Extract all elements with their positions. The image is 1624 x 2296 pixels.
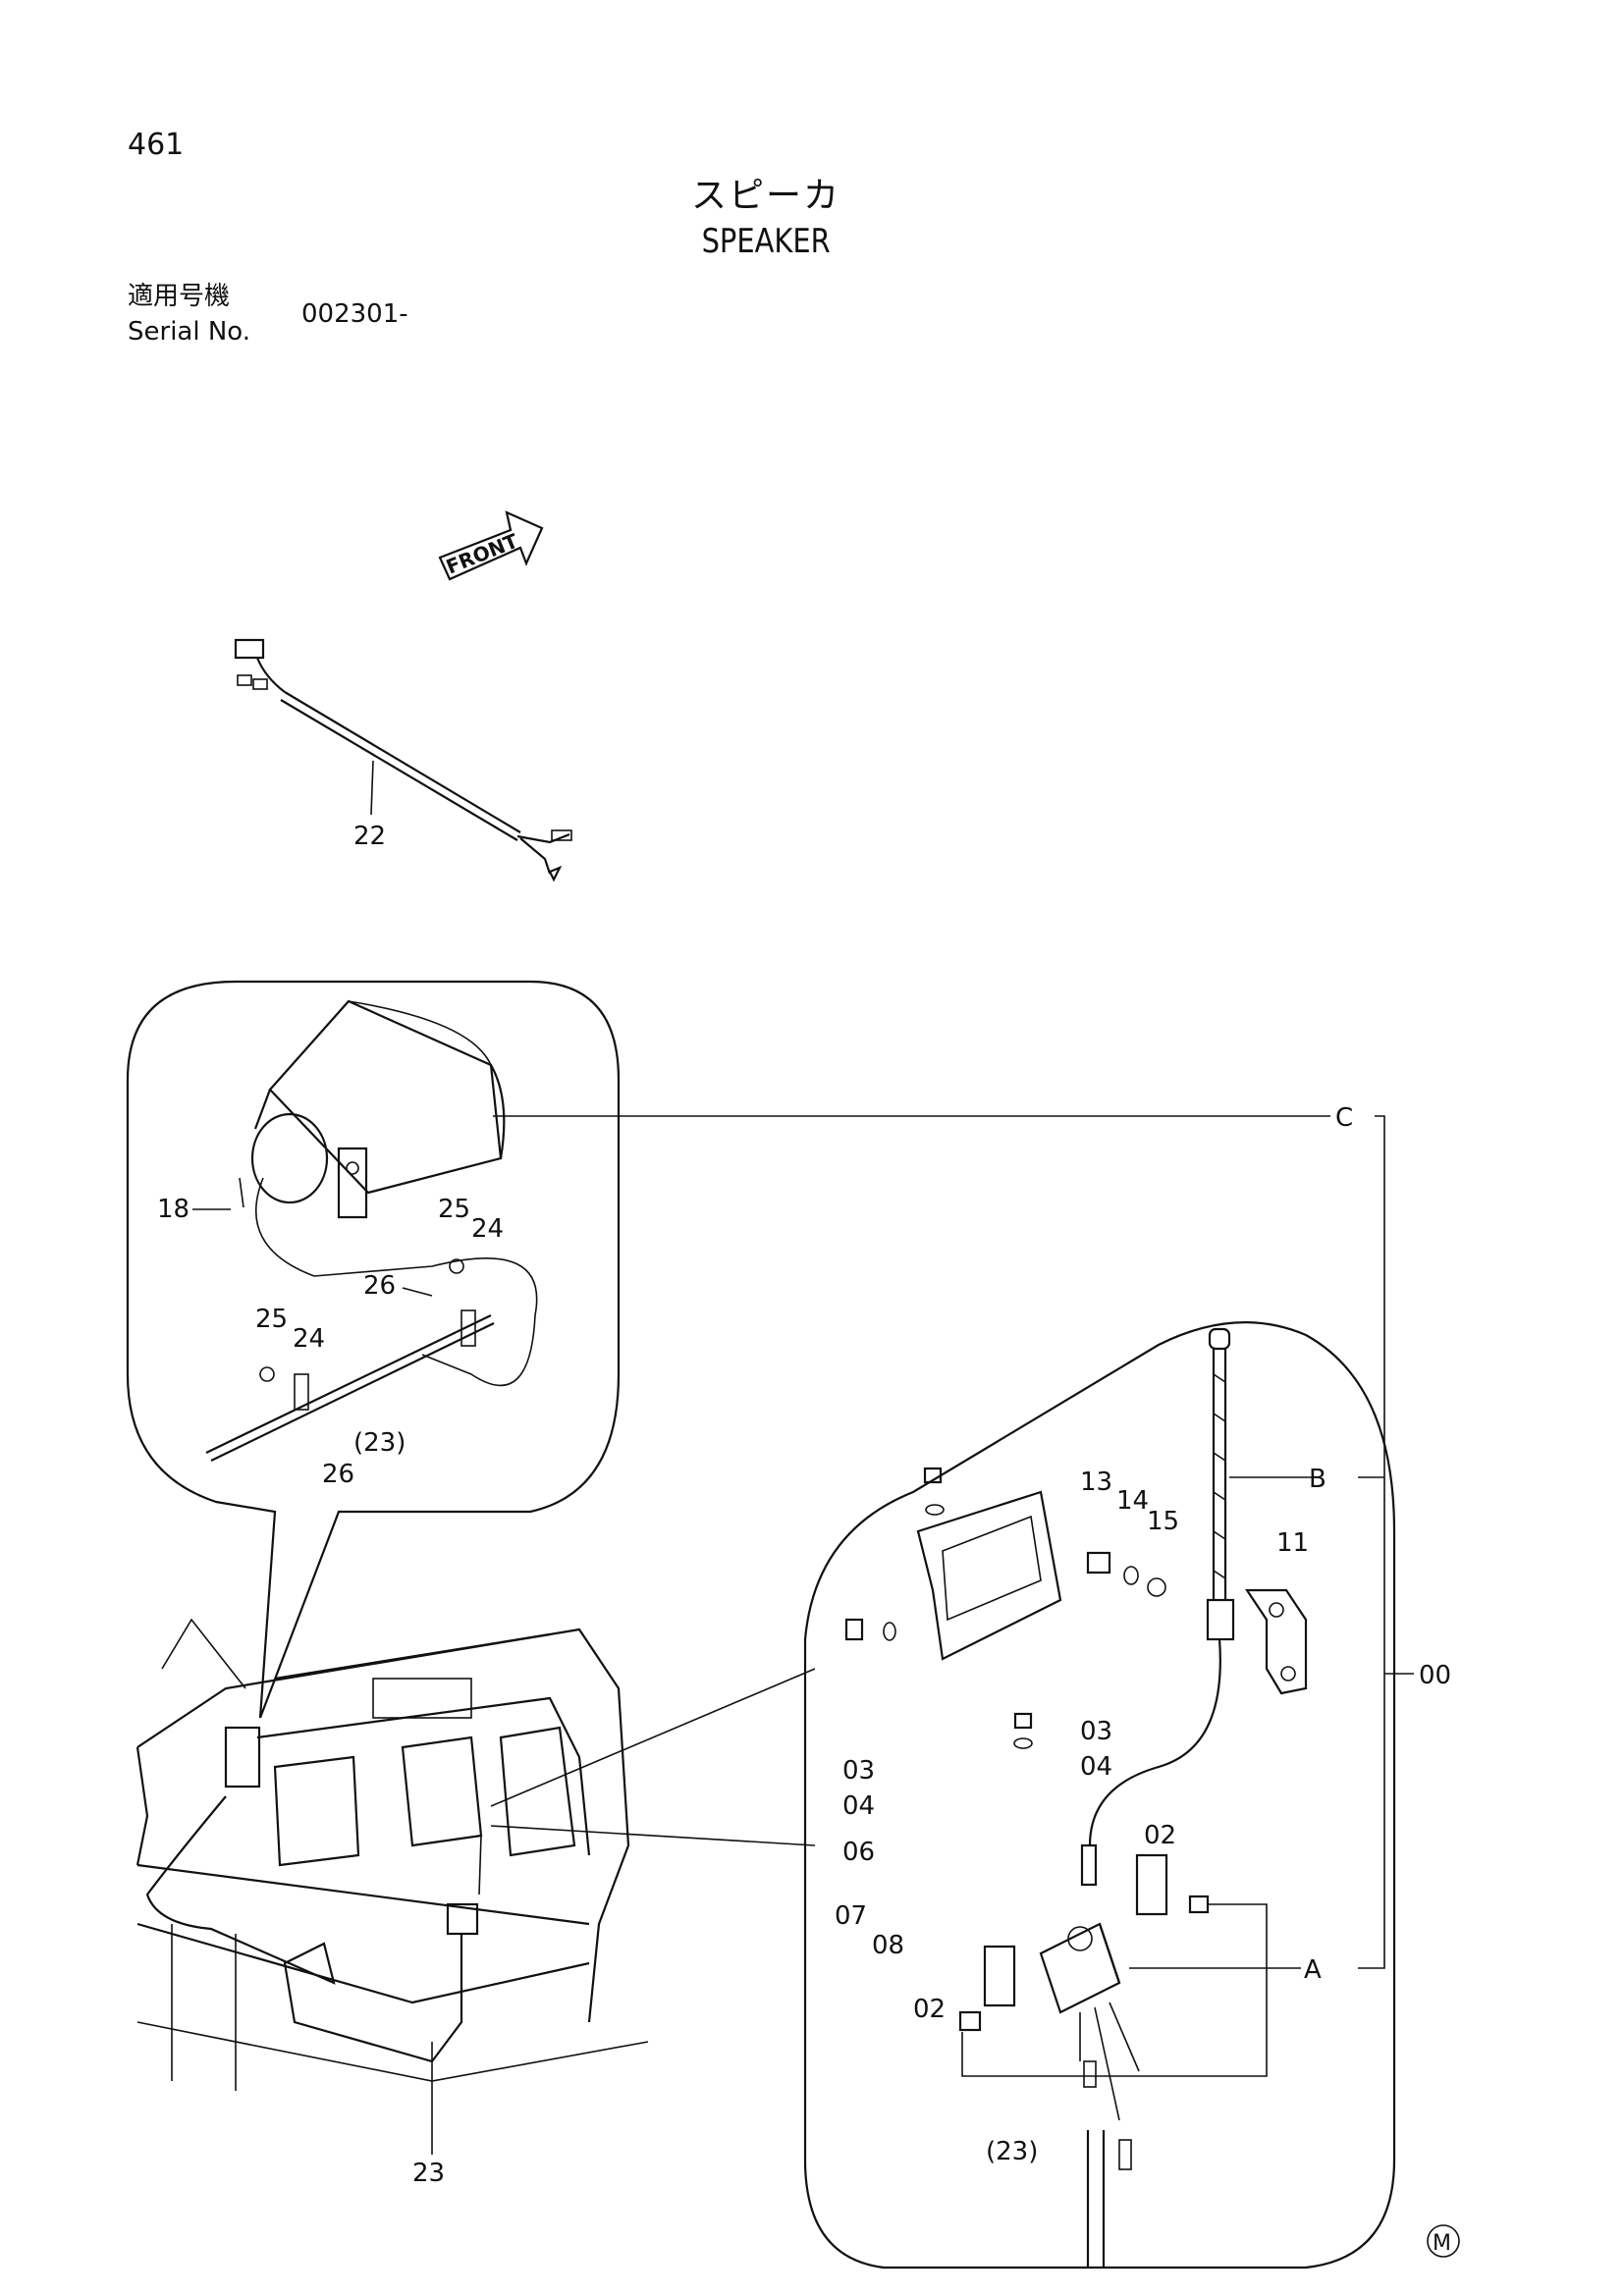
reference-lines — [493, 1115, 1414, 2077]
harness-23-detail — [205, 1177, 495, 1462]
callout-02-right: 02 — [1144, 1821, 1176, 1850]
callout-13: 13 — [1080, 1468, 1112, 1497]
callout-00: 00 — [1419, 1661, 1451, 1690]
m-mark-text: M — [1433, 2231, 1451, 2256]
amplifier-box-drawing — [916, 1490, 1168, 2014]
bracket-11 — [1244, 1588, 1308, 1695]
callout-26-top: 26 — [363, 1271, 396, 1301]
title-japanese: スピーカ — [690, 176, 840, 216]
serial-label-english: Serial No. — [128, 317, 250, 347]
title-english: SPEAKER — [701, 222, 831, 261]
callout-23-paren-upper: (23) — [353, 1428, 406, 1458]
callout-24-top: 24 — [471, 1214, 504, 1244]
callout-03-right: 03 — [1080, 1717, 1112, 1746]
callout-B: B — [1309, 1465, 1326, 1494]
serial-label-japanese: 適用号機 — [128, 282, 231, 311]
callout-22: 22 — [353, 822, 386, 851]
callouts-upper-bubble: 18 25 24 26 25 24 26 (23) — [157, 1195, 504, 1489]
callout-23: 23 — [412, 2159, 445, 2188]
amplifier-detail-bubble — [803, 1321, 1396, 2269]
antenna-drawing — [1080, 1327, 1235, 1887]
callouts-lower-bubble: C B A 00 13 14 15 11 03 04 03 04 06 07 0… — [835, 1103, 1451, 2166]
front-label: FRONT — [443, 529, 521, 579]
callout-08: 08 — [872, 1931, 904, 1960]
callout-26-left: 26 — [322, 1460, 354, 1489]
speaker-drawing — [250, 999, 538, 1387]
callout-C: C — [1335, 1103, 1353, 1133]
callout-23-paren-lower: (23) — [986, 2137, 1038, 2166]
harness-22-drawing — [234, 638, 572, 882]
callout-25-top: 25 — [438, 1195, 470, 1224]
callout-04-right: 04 — [1080, 1752, 1112, 1782]
callout-24-left: 24 — [293, 1324, 325, 1354]
callout-14: 14 — [1116, 1486, 1149, 1516]
screw-set-13-15 — [1086, 1551, 1166, 1597]
callout-15: 15 — [1147, 1507, 1179, 1536]
callout-07: 07 — [835, 1901, 867, 1931]
callout-25-left: 25 — [255, 1305, 288, 1334]
callout-03-left: 03 — [842, 1756, 875, 1786]
serial-value: 002301- — [301, 299, 408, 329]
m-mark-icon: M — [1427, 2224, 1460, 2258]
harness-23-lower — [1079, 2002, 1140, 2268]
serial-label: 適用号機 Serial No. — [128, 279, 250, 349]
page-title: スピーカ SPEAKER — [0, 167, 1532, 261]
callout-11: 11 — [1276, 1528, 1309, 1558]
callout-18: 18 — [157, 1195, 189, 1224]
excavator-cab-drawing — [135, 1618, 649, 2091]
callout-04-left: 04 — [842, 1791, 875, 1821]
speaker-detail-bubble — [126, 980, 621, 1719]
front-arrow-icon: FRONT — [438, 510, 544, 581]
callout-A: A — [1304, 1955, 1322, 1985]
callout-06: 06 — [842, 1838, 875, 1867]
callout-02-left: 02 — [913, 1995, 946, 2024]
page-number: 461 — [128, 128, 185, 162]
